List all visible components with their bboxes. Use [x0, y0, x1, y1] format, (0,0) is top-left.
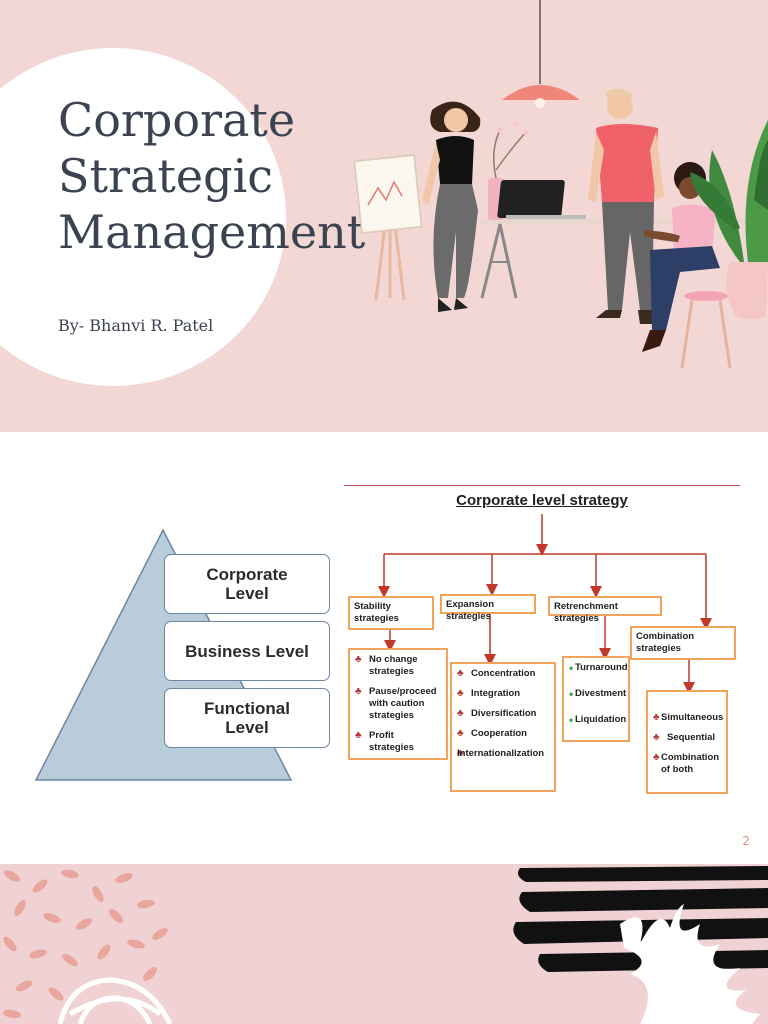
category-retrenchment: Retrenchment strategies [548, 596, 662, 624]
retrenchment-items: •Turnaround •Divestment •Liquidation [562, 656, 630, 742]
category-stability: Stability strategies [348, 596, 434, 630]
content-slide: Corporate Level Business Level Functiona… [0, 432, 768, 864]
pyramid-level-business: Business Level [164, 621, 330, 681]
pyramid-level-corporate: Corporate Level [164, 554, 330, 614]
list-item: ♣Sequential [653, 732, 716, 743]
decorative-pattern [3, 866, 768, 1024]
list-item: ♣Cooperation [457, 728, 527, 739]
white-zigzag-shape [620, 904, 760, 1024]
tree-connectors [378, 514, 712, 694]
author-byline: By- Bhanvi R. Patel [58, 316, 214, 335]
scribble-shape [57, 977, 173, 1024]
flipchart-illustration [353, 154, 423, 301]
speckle-pattern-shape [3, 869, 168, 1019]
list-item: ♣Pause/proceed with caution strategies [355, 686, 437, 721]
list-item: ♣Combination of both [653, 752, 720, 775]
decorative-slide [0, 864, 768, 1024]
white-circle-shape [0, 48, 286, 386]
list-item: ♣Diversification [457, 708, 537, 719]
woman-black-top-figure [422, 101, 481, 312]
presentation-title: Corporate Strategic Management [58, 93, 366, 259]
list-item: Internationalization [457, 748, 545, 759]
list-item: •Divestment [569, 687, 627, 701]
title-slide: Corporate Strategic Management By- Bhanv… [0, 0, 768, 432]
category-combination: Combination strategies [630, 626, 736, 660]
woman-sitting-figure [642, 162, 732, 369]
tree-title: Corporate level strategy [456, 492, 628, 509]
combination-items: ♣Simultaneous ♣Sequential ♣Combination o… [646, 690, 728, 794]
list-item: •Turnaround [569, 661, 628, 675]
page-number: 2 [742, 834, 750, 848]
man-red-shirt-figure [588, 88, 664, 324]
list-item: ♣Integration [457, 688, 521, 699]
list-item: ♣Concentration [457, 668, 536, 679]
list-item: ♣No change strategies [355, 654, 418, 677]
list-item: ♣Simultaneous [653, 712, 724, 723]
list-item: •Liquidation [569, 713, 627, 727]
potted-plant-illustration [690, 120, 768, 319]
office-team-illustration [353, 0, 768, 369]
expansion-items: ♣Concentration ♣Integration ♣Diversifica… [450, 662, 556, 792]
stability-items: ♣No change strategies ♣Pause/proceed wit… [348, 648, 448, 760]
strategy-tree-diagram: Corporate level strategy Stability [344, 485, 740, 798]
category-expansion: Expansion strategies [440, 594, 536, 622]
list-item: ♣Profit strategies [355, 730, 414, 753]
pyramid-level-functional: Functional Level [164, 688, 330, 748]
